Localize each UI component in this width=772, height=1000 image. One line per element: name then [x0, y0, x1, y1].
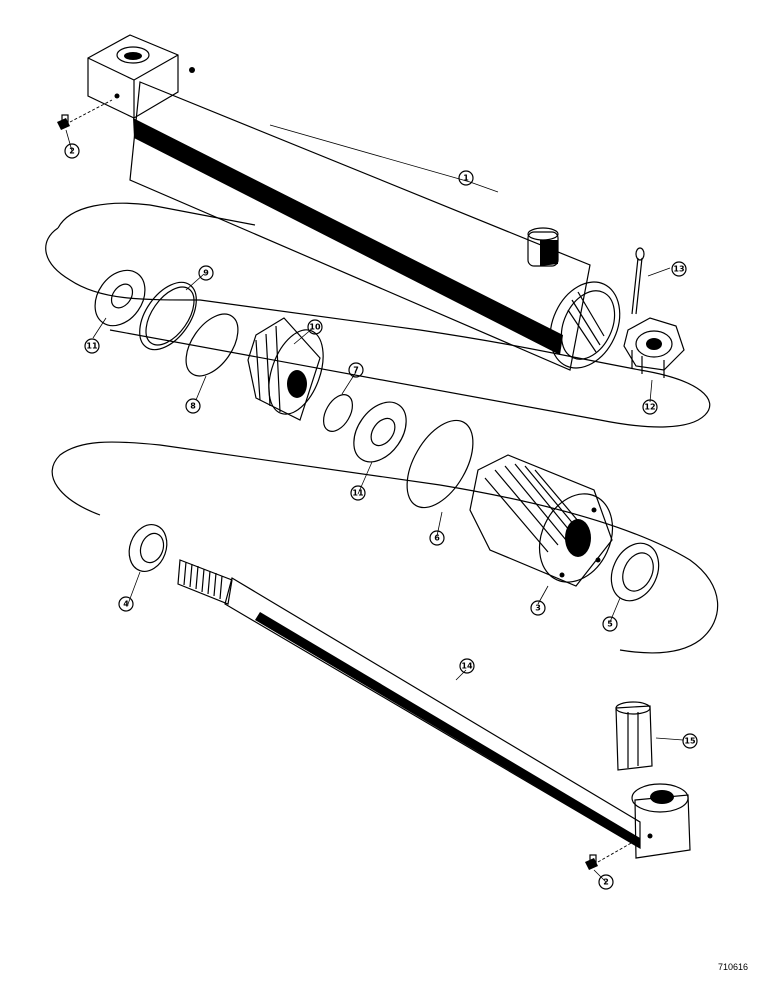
callout-label: 14: [461, 662, 473, 671]
callout-15: 15: [682, 733, 698, 749]
callout-label: 10: [309, 323, 321, 332]
callout-4: 4: [118, 596, 134, 612]
rod-bushing: [128, 524, 168, 572]
callout-label: 1: [463, 174, 469, 183]
callout-label: 12: [644, 403, 655, 412]
backup-washer-lower: [353, 401, 407, 463]
callout-10: 10: [307, 319, 323, 335]
callout-label: 8: [190, 402, 196, 411]
callout-label: 9: [203, 269, 209, 278]
leader-lines: [65, 124, 684, 883]
callout-label: 15: [684, 737, 696, 746]
callout-label: 4: [123, 600, 129, 609]
backup-ring: [139, 281, 197, 351]
wiper-seal: [610, 542, 660, 602]
callout-3: 3: [530, 600, 546, 616]
callout-11-lower: 11: [350, 485, 366, 501]
cylinder-barrel: [87, 34, 621, 371]
callout-9: 9: [198, 265, 214, 281]
o-ring-head: [406, 419, 474, 509]
callout-5: 5: [602, 616, 618, 632]
drawing-reference-number: 710616: [718, 962, 748, 972]
callout-12: 12: [642, 399, 658, 415]
o-ring-small: [322, 394, 354, 432]
callout-1: 1: [458, 170, 474, 186]
grease-fitting-upper: [57, 99, 113, 130]
callout-2-upper: 2: [64, 143, 80, 159]
callout-14: 14: [459, 658, 475, 674]
callout-2-lower: 2: [598, 874, 614, 890]
callout-label: 11: [352, 489, 364, 498]
callout-label: 2: [69, 147, 75, 156]
callout-label: 5: [607, 620, 613, 629]
callout-label: 13: [673, 265, 684, 274]
callout-13: 13: [671, 261, 687, 277]
callout-11-upper: 11: [84, 338, 100, 354]
callout-6: 6: [429, 530, 445, 546]
callout-8: 8: [185, 398, 201, 414]
split-bushing: [615, 701, 653, 771]
lower-group-outline: [51, 441, 719, 654]
castle-nut: [623, 317, 685, 378]
upper-group-outline: [45, 227, 711, 428]
piston: [247, 317, 324, 421]
o-ring-large: [185, 313, 239, 377]
callout-label: 2: [603, 878, 609, 887]
cotter-pin: [631, 247, 645, 315]
callout-7: 7: [348, 362, 364, 378]
upper-group-outline-top: [57, 202, 256, 229]
backup-washer-upper: [94, 269, 146, 327]
callout-label: 3: [535, 604, 541, 613]
piston-rod: [177, 559, 691, 859]
cylinder-head: [469, 454, 614, 587]
callout-label: 7: [353, 366, 359, 375]
callout-label: 11: [86, 342, 98, 351]
callout-label: 6: [434, 534, 440, 543]
